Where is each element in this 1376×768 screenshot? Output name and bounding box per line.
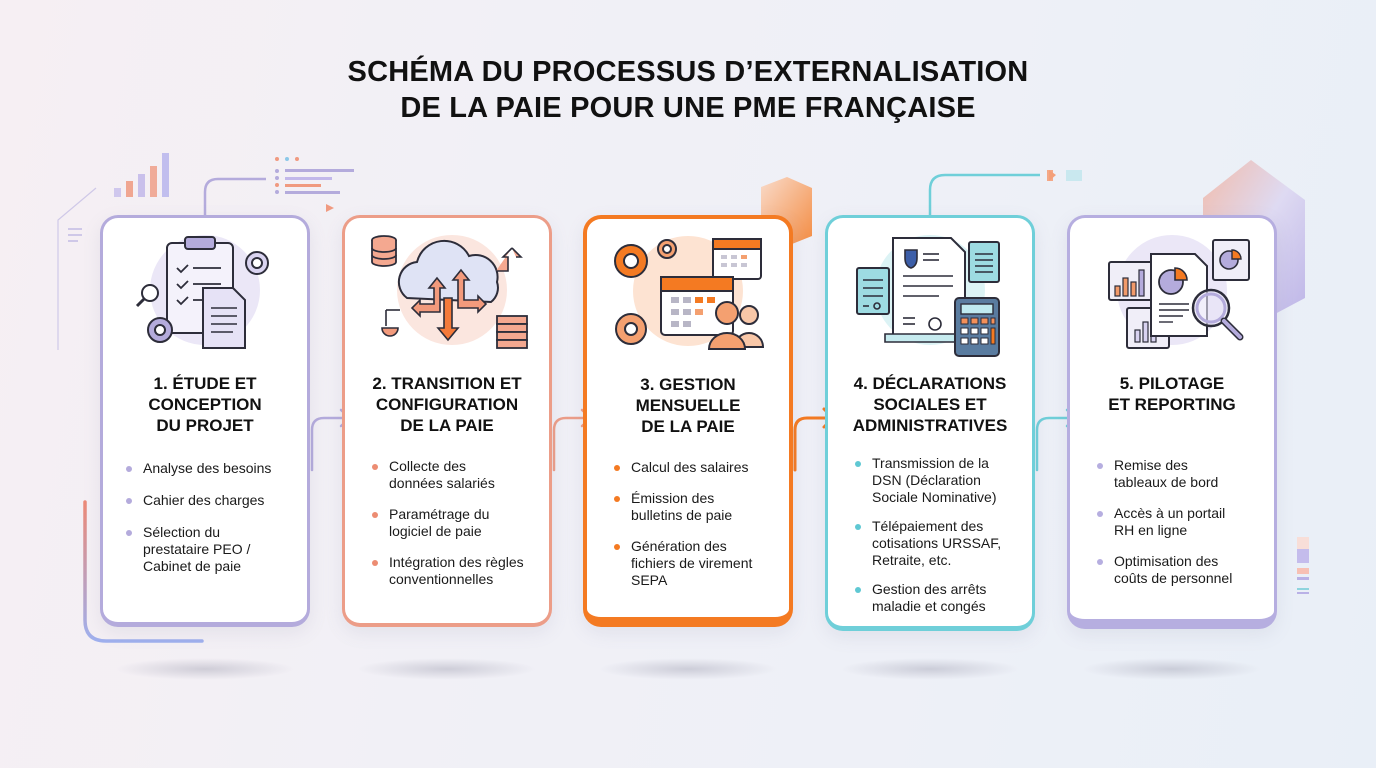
step-1-bullets: Analyse des besoins Cahier des charges S…: [123, 460, 299, 590]
list-item: Cahier des charges: [123, 492, 299, 509]
card-shadow: [357, 658, 537, 680]
step-5-bullets: Remise des tableaux de bord Accès à un p…: [1094, 457, 1266, 601]
calendar-gears-people-icon: [587, 229, 789, 369]
list-item: Gestion des arrêts maladie et congés: [852, 581, 1012, 615]
list-item: Intégration des règles conventionnelles: [369, 554, 559, 588]
step-card-2: 2. TRANSITION ET CONFIGURATION DE LA PAI…: [342, 215, 552, 627]
step-card-1: 1. ÉTUDE ET CONCEPTION DU PROJET Analyse…: [100, 215, 310, 627]
step-4-title: 4. DÉCLARATIONS SOCIALES ET ADMINISTRATI…: [852, 374, 1008, 435]
title-line-2: DE LA PAIE POUR UNE PME FRANÇAISE: [400, 92, 976, 124]
step-3-title: 3. GESTION MENSUELLE DE LA PAIE: [635, 375, 741, 436]
card-shadow: [840, 658, 1020, 680]
card-shadow: [1082, 658, 1262, 680]
list-item: Collecte des données salariés: [369, 458, 509, 492]
step-card-3: 3. GESTION MENSUELLE DE LA PAIE Calcul d…: [583, 215, 793, 627]
card-shadow: [115, 658, 295, 680]
list-item: Analyse des besoins: [123, 460, 299, 477]
list-item: Calcul des salaires: [611, 459, 781, 476]
list-item: Optimisation des coûts de personnel: [1094, 553, 1254, 587]
list-item: Accès à un portail RH en ligne: [1094, 505, 1244, 539]
list-item: Sélection du prestataire PEO / Cabinet d…: [123, 524, 253, 575]
list-item: Génération des fichiers de virement SEPA: [611, 538, 771, 589]
list-item: Transmission de la DSN (Déclaration Soci…: [852, 455, 1022, 506]
step-1-title: 1. ÉTUDE ET CONCEPTION DU PROJET: [148, 374, 262, 435]
bar-chart-decoration: [114, 153, 169, 197]
list-item: Télépaiement des cotisations URSSAF, Ret…: [852, 518, 1012, 569]
page-title: SCHÉMA DU PROCESSUS D’EXTERNALISATION DE…: [0, 54, 1376, 126]
documents-calculator-icon: [828, 228, 1032, 368]
step-2-title: 2. TRANSITION ET CONFIGURATION DE LA PAI…: [372, 374, 522, 435]
card-shadow: [598, 658, 778, 680]
step-2-bullets: Collecte des données salariés Paramétrag…: [369, 458, 541, 602]
list-item: Remise des tableaux de bord: [1094, 457, 1224, 491]
step-4-bullets: Transmission de la DSN (Déclaration Soci…: [852, 455, 1024, 627]
list-item: Émission des bulletins de paie: [611, 490, 751, 524]
list-item: Paramétrage du logiciel de paie: [369, 506, 509, 540]
charts-magnifier-icon: [1070, 228, 1274, 368]
cloud-data-transfer-icon: [345, 228, 549, 368]
step-5-title: 5. PILOTAGE ET REPORTING: [1108, 374, 1236, 414]
title-line-1: SCHÉMA DU PROCESSUS D’EXTERNALISATION: [347, 56, 1029, 88]
step-card-5: 5. PILOTAGE ET REPORTING Remise des tabl…: [1067, 215, 1277, 629]
step-3-bullets: Calcul des salaires Émission des bulleti…: [611, 459, 781, 603]
step-card-4: 4. DÉCLARATIONS SOCIALES ET ADMINISTRATI…: [825, 215, 1035, 631]
clipboard-checklist-gears-icon: [103, 228, 307, 368]
